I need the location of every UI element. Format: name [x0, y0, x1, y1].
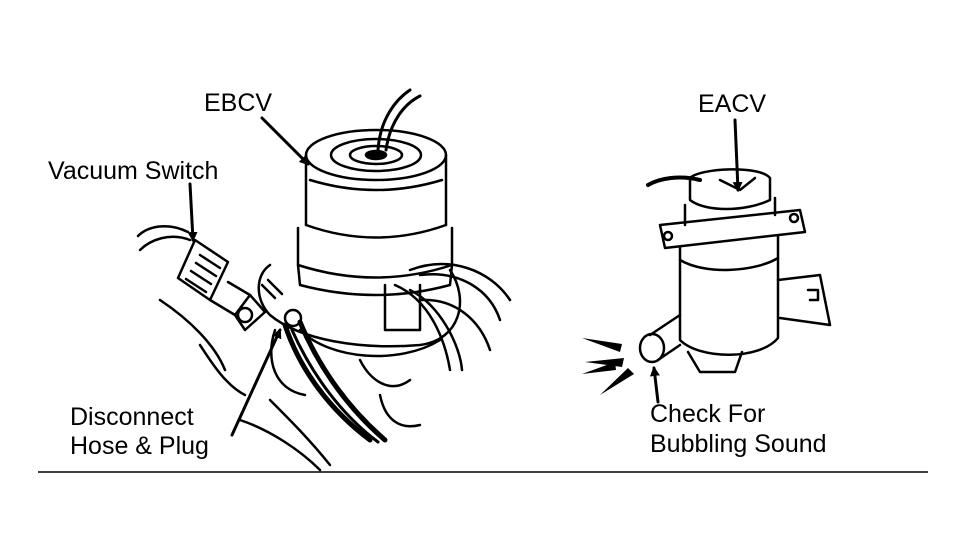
check-for-label-line1: Check For	[650, 400, 765, 428]
disconnect-label-line1: Disconnect	[70, 403, 194, 431]
vacuum-switch-leader	[187, 182, 198, 242]
vacuum-switch	[136, 224, 267, 332]
disconnect-leader	[230, 328, 282, 437]
bubbling-sound-marks	[582, 338, 634, 395]
disconnect-label-line2: Hose & Plug	[70, 432, 209, 460]
ebcv-assembly	[136, 88, 512, 472]
check-for-label-line2: Bubbling Sound	[650, 430, 827, 458]
leader-lines	[187, 116, 743, 437]
eacv-leader	[732, 118, 743, 192]
ebcv-leader	[260, 116, 310, 166]
eacv-label: EACV	[698, 90, 766, 118]
ebcv-label: EBCV	[204, 89, 272, 117]
ebcv-outlet-pipes	[383, 262, 512, 372]
ebcv-valve	[296, 128, 454, 297]
eacv-assembly	[638, 168, 832, 374]
vacuum-switch-label: Vacuum Switch	[48, 157, 218, 185]
check-for-leader	[649, 366, 660, 404]
disconnected-hose	[260, 278, 388, 444]
